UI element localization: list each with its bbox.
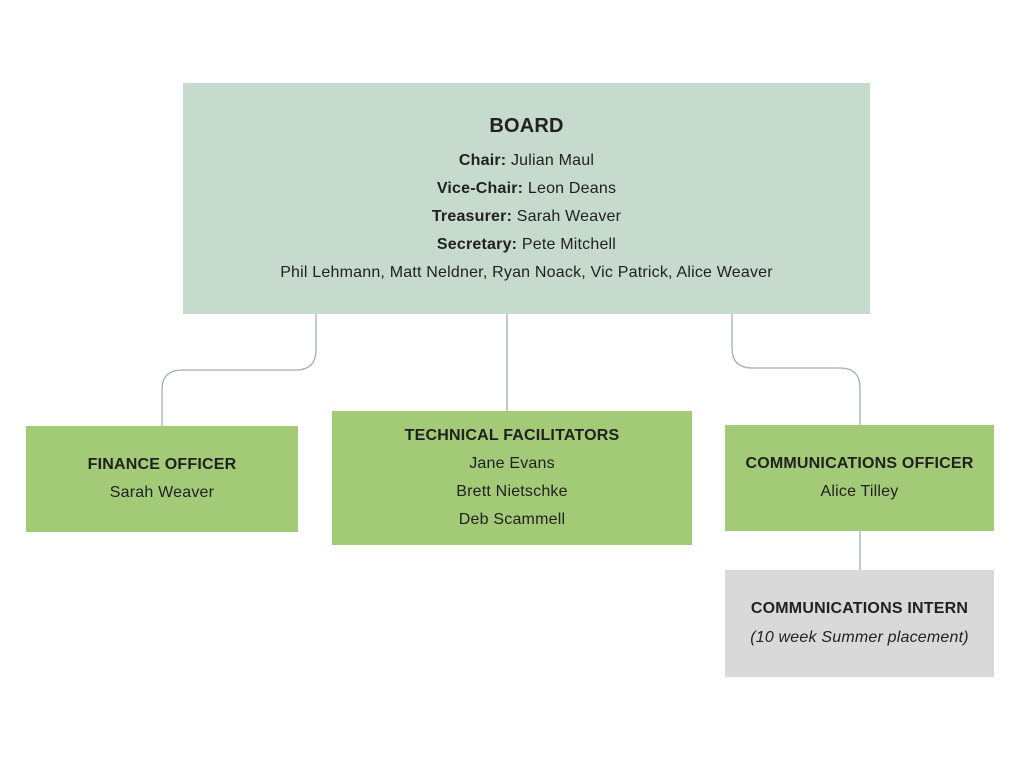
board-members-line: Phil Lehmann, Matt Neldner, Ryan Noack, … [280, 263, 773, 281]
communications-intern-title: COMMUNICATIONS INTERN [750, 599, 969, 617]
board-role-secretary: Secretary: Pete Mitchell [437, 231, 616, 259]
communications-intern-note: (10 week Summer placement) [750, 628, 969, 646]
role-label: Treasurer: [431, 207, 513, 225]
finance-officer-title: FINANCE OFFICER [87, 456, 237, 473]
role-label: Vice-Chair: [436, 179, 524, 197]
role-name: Leon Deans [527, 179, 617, 197]
board-role-treasurer: Treasurer: Sarah Weaver [432, 203, 621, 231]
technical-facilitators-person: Jane Evans [469, 455, 555, 472]
node-communications-officer: COMMUNICATIONS OFFICER Alice Tilley [725, 425, 994, 531]
board-title: BOARD [489, 114, 564, 137]
technical-facilitators-person: Brett Nietschke [456, 483, 568, 500]
node-technical-facilitators: TECHNICAL FACILITATORS Jane Evans Brett … [332, 411, 692, 545]
board-role-chair: Chair: Julian Maul [459, 147, 594, 175]
connector-board-finance [161, 314, 317, 426]
role-label: Chair: [458, 151, 507, 169]
role-name: Julian Maul [510, 151, 595, 169]
technical-facilitators-person: Deb Scammell [458, 511, 566, 528]
communications-officer-person: Alice Tilley [820, 483, 899, 500]
node-board: BOARD Chair: Julian Maul Vice-Chair: Leo… [183, 83, 870, 314]
role-name: Sarah Weaver [516, 207, 622, 225]
connector-board-communications [731, 314, 861, 425]
node-finance-officer: FINANCE OFFICER Sarah Weaver [26, 426, 298, 532]
technical-facilitators-title: TECHNICAL FACILITATORS [404, 427, 620, 444]
node-communications-intern: COMMUNICATIONS INTERN (10 week Summer pl… [725, 570, 994, 677]
communications-officer-title: COMMUNICATIONS OFFICER [745, 455, 974, 472]
finance-officer-person: Sarah Weaver [109, 484, 215, 501]
board-role-vice-chair: Vice-Chair: Leon Deans [437, 175, 616, 203]
role-name: Pete Mitchell [521, 235, 617, 253]
role-label: Secretary: [436, 235, 518, 253]
